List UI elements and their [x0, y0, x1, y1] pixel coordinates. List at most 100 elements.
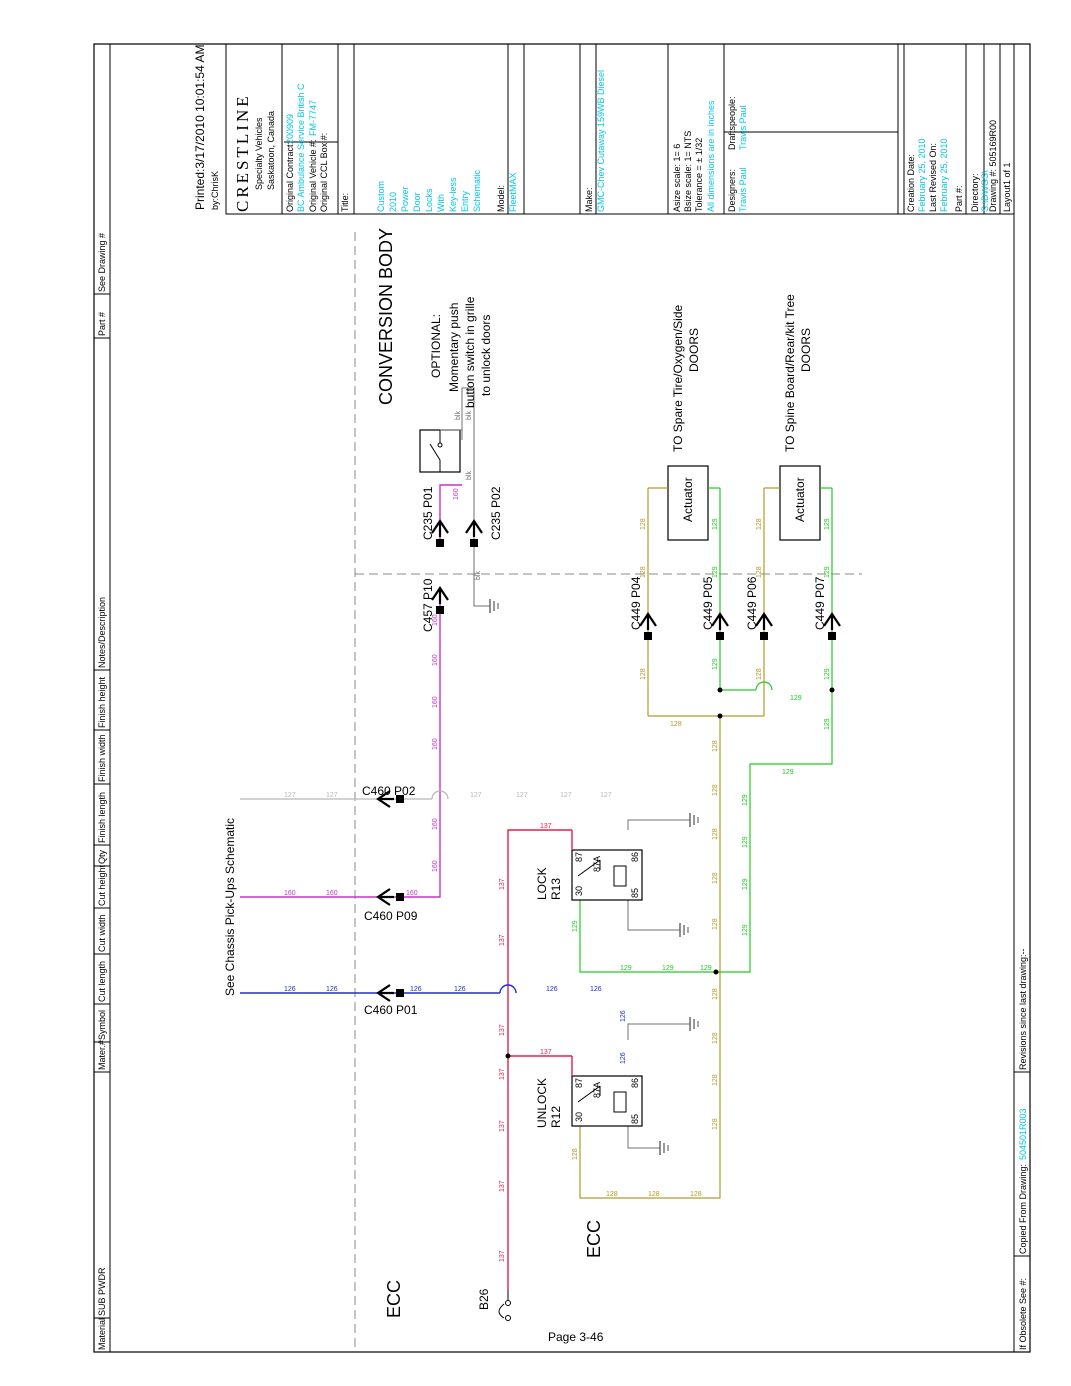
- hdr-notes: Notes/Description: [97, 597, 107, 668]
- wire-128: [579, 488, 765, 1199]
- svg-text:137: 137: [499, 934, 506, 946]
- svg-text:160: 160: [284, 890, 296, 897]
- svg-text:126: 126: [410, 986, 422, 993]
- title-line-8: Schematic: [472, 169, 482, 212]
- svg-text:128: 128: [712, 988, 719, 1000]
- svg-text:129: 129: [700, 965, 712, 972]
- hdr-qty: Qty: [97, 849, 107, 864]
- drawing-number: Drawing #: 505169R00: [988, 120, 998, 212]
- svg-text:129: 129: [620, 965, 632, 972]
- connector-c460-p09: [376, 887, 406, 907]
- label-c235-p02: C235 P02: [489, 486, 503, 540]
- svg-text:160: 160: [432, 614, 439, 626]
- actuator-spine: Actuator: [779, 465, 821, 541]
- relay-lock-r13: 30 87 87A 85 86 LOCK R13: [535, 830, 643, 901]
- wire-labels: 137 137 137 137 137 137 137 137 137 160 …: [284, 411, 831, 1262]
- label-c449-p07: C449 P07: [813, 576, 827, 630]
- svg-text:128: 128: [756, 566, 763, 578]
- wire-129: [579, 488, 833, 973]
- svg-text:128: 128: [648, 1191, 660, 1198]
- svg-text:137: 137: [540, 823, 552, 830]
- connector-labels: C460 P02 C460 P09 C460 P01 C457 P10 C235…: [362, 486, 827, 1017]
- svg-text:Actuator: Actuator: [793, 477, 807, 522]
- svg-text:129: 129: [824, 518, 831, 530]
- ground-symbol: [689, 812, 699, 828]
- title-label: Title:: [340, 193, 350, 212]
- orig-contract-label: Original Contract:: [285, 142, 295, 212]
- svg-text:129: 129: [824, 566, 831, 578]
- svg-text:blk: blk: [475, 571, 482, 580]
- orig-vehicle-value: FM-7747: [308, 100, 318, 136]
- designers-value: Travis Paul: [738, 167, 748, 212]
- svg-text:128: 128: [756, 518, 763, 530]
- orig-contract-extra: BC Ambulance Service British C: [296, 83, 306, 212]
- hdr-sub-pwdr: SUB PWDR: [97, 1267, 107, 1316]
- svg-text:129: 129: [662, 965, 674, 972]
- label-c449-p04: C449 P04: [629, 576, 643, 630]
- spare-doors-line-1: TO Spare Tire/Oxygen/Side: [671, 304, 685, 452]
- page-number: Page 3-46: [548, 1330, 604, 1344]
- ground-symbol: [489, 598, 499, 614]
- company-line-2: Saskatoon, Canada: [266, 111, 276, 190]
- svg-text:126: 126: [326, 986, 338, 993]
- svg-text:129: 129: [712, 566, 719, 578]
- wire-127-crossover: [431, 790, 449, 800]
- svg-text:126: 126: [454, 986, 466, 993]
- svg-text:137: 137: [499, 878, 506, 890]
- svg-text:128: 128: [640, 566, 647, 578]
- bsize-scale: Bsize scale: 1= NTS: [683, 131, 693, 212]
- ground-symbol: [689, 1016, 699, 1032]
- svg-text:137: 137: [540, 1049, 552, 1056]
- svg-text:127: 127: [560, 792, 572, 799]
- revised-label: Last Revised On:: [928, 143, 938, 212]
- svg-text:160: 160: [432, 738, 439, 750]
- svg-text:128: 128: [712, 918, 719, 930]
- svg-text:126: 126: [284, 986, 296, 993]
- draftspeople-value: Travis Paul: [738, 105, 748, 150]
- push-button-switch: [419, 429, 462, 473]
- svg-text:160: 160: [432, 860, 439, 872]
- title-line-6: Key-less: [448, 177, 458, 212]
- svg-text:87A: 87A: [592, 1082, 602, 1098]
- svg-text:87: 87: [574, 852, 584, 862]
- creation-date-value: February 25, 2010: [917, 138, 927, 212]
- svg-text:126: 126: [620, 1010, 627, 1022]
- layout-number: Layout1 of 1: [1002, 162, 1012, 212]
- svg-text:160: 160: [453, 488, 460, 500]
- svg-text:127: 127: [516, 792, 528, 799]
- svg-text:128: 128: [640, 668, 647, 680]
- optional-line-4: to unlock doors: [479, 315, 493, 396]
- asize-scale: Asize scale: 1= 6: [672, 144, 682, 212]
- wire-160: [240, 484, 462, 898]
- svg-text:160: 160: [432, 654, 439, 666]
- svg-text:128: 128: [712, 1032, 719, 1044]
- schematic-labels: CONVERSION BODY OPTIONAL: Momentary push…: [223, 228, 813, 1344]
- printed-by: by:ChrisK: [210, 171, 220, 210]
- svg-text:126: 126: [620, 1052, 627, 1064]
- conversion-body-label: CONVERSION BODY: [376, 228, 396, 405]
- svg-text:129: 129: [824, 718, 831, 730]
- svg-text:129: 129: [742, 836, 749, 848]
- svg-text:128: 128: [712, 1074, 719, 1086]
- actuator-spare: Actuator: [667, 465, 709, 541]
- svg-text:129: 129: [712, 658, 719, 670]
- optional-line-1: OPTIONAL:: [429, 314, 443, 378]
- svg-text:127: 127: [284, 792, 296, 799]
- tolerance: Tolerance = ± 1/32: [694, 138, 704, 212]
- region-dividers: [354, 232, 862, 1352]
- wire-129-crossover: [755, 681, 773, 691]
- spare-doors-line-2: DOORS: [687, 328, 701, 372]
- optional-line-2: Momentary push: [447, 303, 461, 392]
- title-line-7: Entry: [460, 190, 470, 212]
- ground-symbol: [679, 922, 689, 938]
- ecc-left-label: ECC: [384, 1280, 404, 1318]
- creation-date-label: Creation Date:: [906, 154, 916, 212]
- footer-copied-label: Copied From Drawing:: [1018, 1164, 1028, 1254]
- title-line-3: Door: [412, 192, 422, 212]
- svg-text:126: 126: [546, 986, 558, 993]
- title-block: Printed:3/17/2010 10:01:54 AM by:ChrisK …: [193, 43, 1015, 215]
- revised-value: February 25, 2010: [939, 138, 949, 212]
- svg-text:128: 128: [712, 828, 719, 840]
- hdr-see-drawing: See Drawing #: [97, 233, 107, 292]
- svg-text:160: 160: [432, 696, 439, 708]
